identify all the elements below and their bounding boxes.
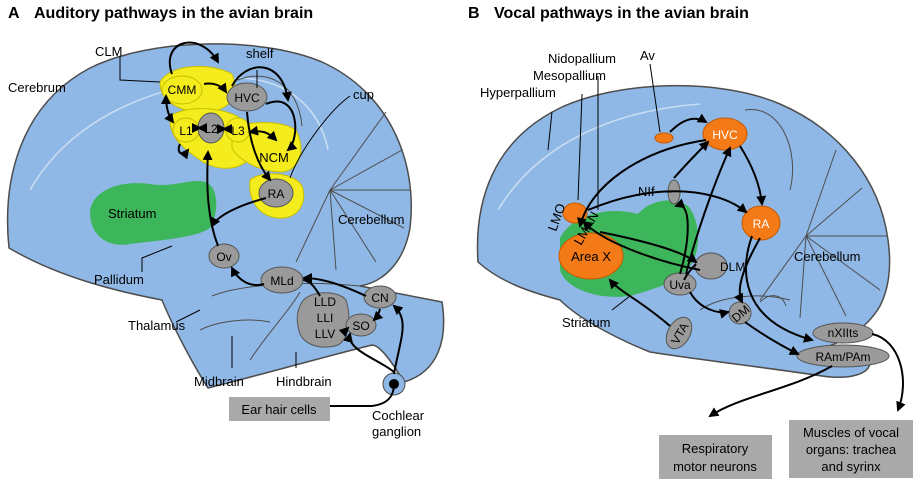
nucleus-l3: L3	[225, 117, 251, 143]
muscles-line-3: and syrinx	[821, 459, 881, 474]
leader-lines-a	[119, 56, 351, 368]
nucleus-area-x-label: Area X	[571, 249, 611, 264]
vocal-pathway-arrows	[577, 113, 906, 418]
label-hyperpallium: Hyperpallium	[480, 85, 556, 100]
label-hindbrain: Hindbrain	[276, 374, 332, 389]
nucleus-cmm-label: CMM	[168, 83, 197, 97]
respiratory-motor-box: Respiratory motor neurons	[659, 435, 772, 479]
nucleus-mld: MLd	[260, 266, 304, 294]
nucleus-llv-label: LLV	[315, 327, 335, 341]
panel-b-letter: B	[468, 5, 480, 22]
nucleus-hvc-b: HVC	[702, 117, 748, 151]
panel-b-title: Vocal pathways in the avian brain	[494, 5, 749, 22]
label-cochlear-1: Cochlear	[372, 408, 425, 423]
nucleus-uva: Uva	[663, 272, 697, 296]
nucleus-l2: L2	[197, 112, 225, 144]
label-nidopallium: Nidopallium	[548, 51, 616, 66]
nucleus-ncm-label: NCM	[259, 150, 289, 165]
nucleus-hvc-a-label: HVC	[234, 91, 260, 105]
nucleus-so: SO	[345, 313, 377, 337]
label-thalamus: Thalamus	[128, 318, 186, 333]
nucleus-nxiits: nXIIts	[812, 322, 874, 344]
respiratory-line-1: Respiratory	[682, 441, 749, 456]
sulcus-a2	[239, 77, 329, 151]
label-cerebrum: Cerebrum	[8, 80, 66, 95]
label-striatum-b: Striatum	[562, 315, 610, 330]
nucleus-cmm: CMM	[161, 75, 203, 105]
nucleus-l3-label: L3	[231, 124, 245, 138]
label-av: Av	[640, 48, 655, 63]
panel-a-title: Auditory pathways in the avian brain	[34, 5, 313, 22]
nucleus-ra-a: RA	[258, 178, 294, 208]
nucleus-mld-label: MLd	[270, 274, 293, 288]
nucleus-ncm: NCM	[259, 150, 289, 165]
label-cup: cup	[353, 87, 374, 102]
nucleus-so-label: SO	[352, 319, 369, 333]
nucleus-ll: LLD LLI LLV	[296, 292, 350, 348]
panel-b: B Vocal pathways in the avian brain HVC	[468, 5, 913, 479]
label-mesopallium: Mesopallium	[533, 68, 606, 83]
label-midbrain: Midbrain	[194, 374, 244, 389]
nucleus-cn: CN	[363, 285, 397, 309]
nucleus-l1-label: L1	[179, 124, 193, 138]
nucleus-ov-label: Ov	[216, 250, 231, 264]
panel-a: A Auditory pathways in the avian brain	[6, 5, 445, 439]
auditory-pathway-arrows	[161, 41, 404, 407]
nucleus-nxiits-label: nXIIts	[828, 326, 859, 340]
nucleus-lld-label: LLD	[314, 295, 336, 309]
nucleus-ra-a-label: RA	[268, 187, 285, 201]
nucleus-dlm-label: DLM	[720, 260, 745, 274]
sulcus-b	[497, 103, 701, 211]
muscles-line-1: Muscles of vocal	[803, 425, 899, 440]
label-cochlear-2: ganglion	[372, 424, 421, 439]
shelf-arc-b	[744, 109, 794, 191]
label-clm: CLM	[95, 44, 122, 59]
nucleus-area-x: Area X	[558, 232, 624, 280]
cerebellum-b-folds	[699, 149, 888, 319]
label-nif: NIf	[638, 184, 655, 199]
nucleus-lli-label: LLI	[317, 311, 334, 325]
label-pallidum: Pallidum	[94, 272, 144, 287]
muscles-line-2: organs: trachea	[806, 442, 897, 457]
nucleus-hvc-a: HVC	[226, 82, 268, 112]
nucleus-ov: Ov	[208, 243, 240, 269]
nucleus-uva-label: Uva	[669, 278, 691, 292]
nucleus-vta: VTA	[665, 316, 693, 350]
nucleus-hvc-b-label: HVC	[712, 128, 738, 142]
label-shelf: shelf	[246, 46, 274, 61]
label-striatum-a: Striatum	[108, 206, 156, 221]
striatum-a-region	[90, 181, 217, 245]
vocal-muscles-box: Muscles of vocal organs: trachea and syr…	[789, 420, 913, 478]
leader-lines-b	[547, 63, 672, 311]
nucleus-l1: L1	[172, 117, 200, 143]
respiratory-line-2: motor neurons	[673, 459, 757, 474]
nucleus-av	[654, 132, 674, 144]
panel-a-letter: A	[8, 5, 20, 22]
label-cerebellum-a: Cerebellum	[338, 212, 404, 227]
nucleus-ra-b: RA	[741, 205, 781, 241]
label-cerebellum-b: Cerebellum	[794, 249, 860, 264]
nucleus-ra-b-label: RA	[753, 217, 770, 231]
ear-hair-cells-box: Ear hair cells	[229, 397, 330, 421]
ear-hair-cells-label: Ear hair cells	[241, 402, 317, 417]
cup-arc-b	[759, 295, 787, 307]
nucleus-ram-pam-label: RAm/PAm	[815, 350, 870, 364]
nucleus-l2-label: L2	[204, 122, 218, 136]
nucleus-ram-pam: RAm/PAm	[796, 344, 890, 368]
nucleus-cn-label: CN	[371, 291, 388, 305]
shelf-arc	[237, 75, 303, 127]
